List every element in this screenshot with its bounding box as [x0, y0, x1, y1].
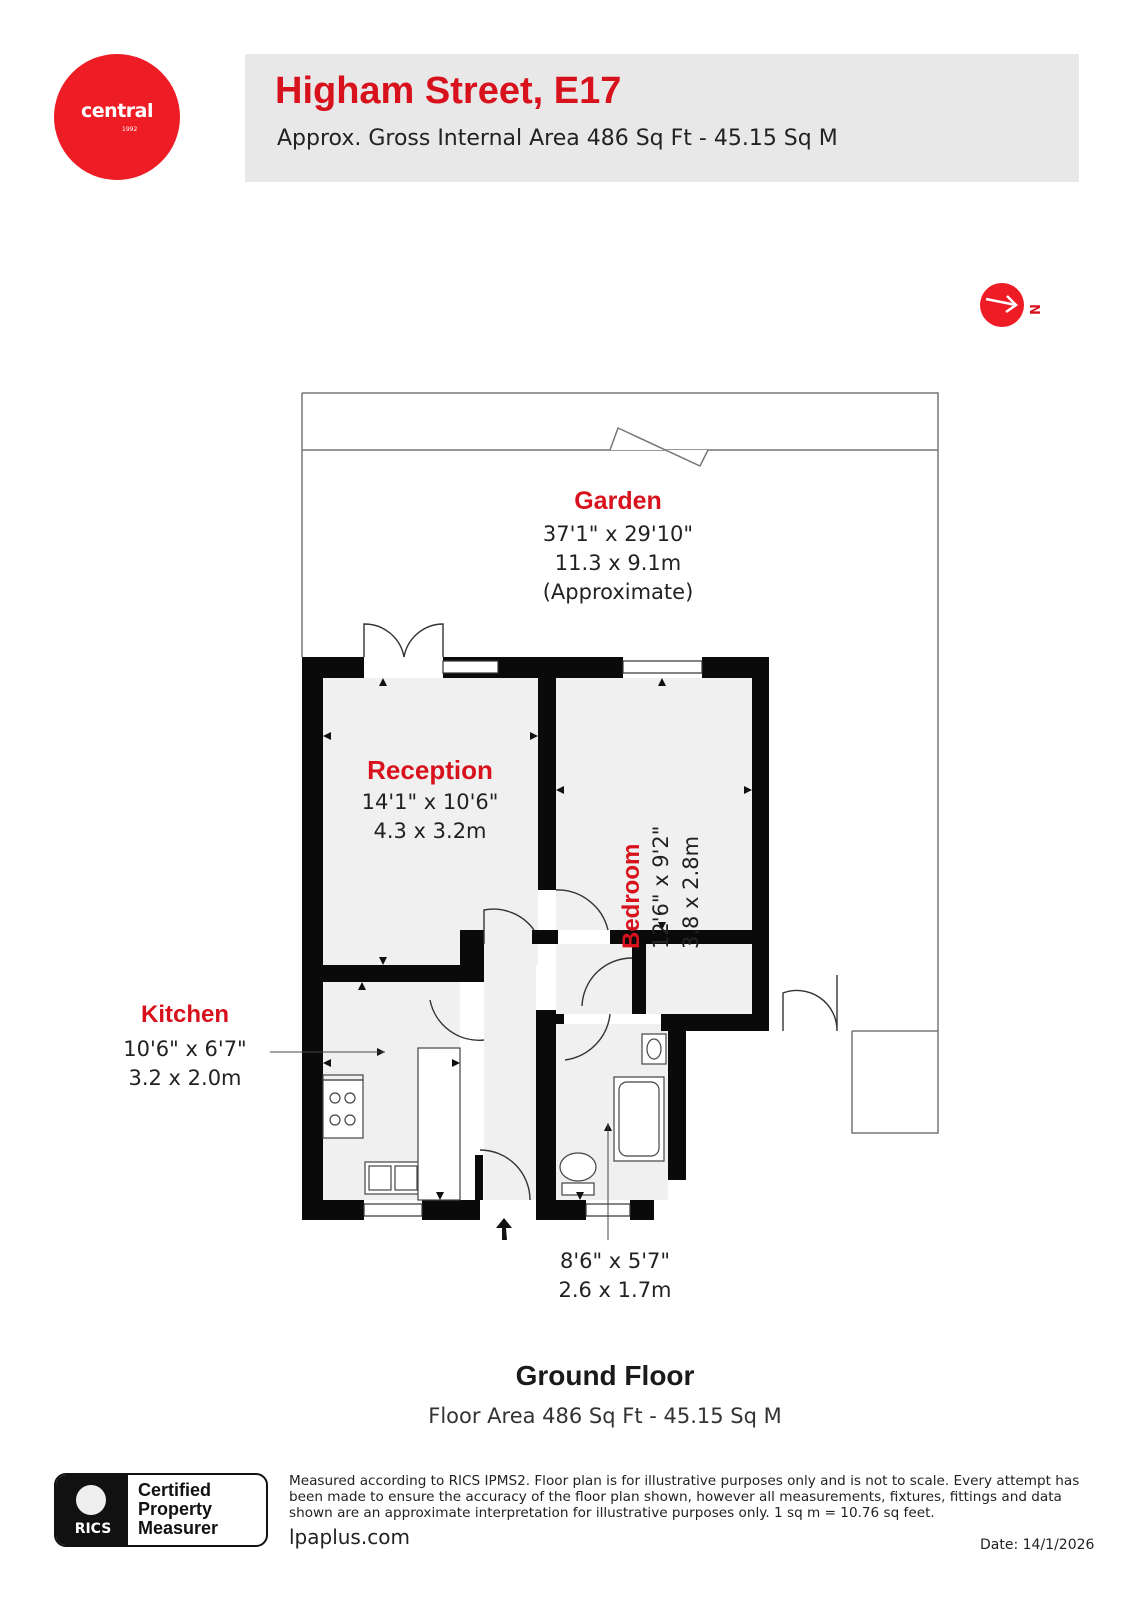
entrance-arrow-icon: [496, 1218, 512, 1240]
certified-line-1: Certified: [138, 1480, 212, 1500]
logo-year: 1992: [122, 126, 138, 133]
reception-label: Reception: [367, 755, 493, 785]
bedroom-label: Bedroom: [618, 843, 645, 949]
rics-certified-badge: RICS Certified Property Measurer: [54, 1473, 268, 1547]
floor-area: Floor Area 486 Sq Ft - 45.15 Sq M: [428, 1404, 782, 1428]
kitchen-dims-imperial: 10'6" x 6'7": [123, 1037, 247, 1061]
hob-icon: [322, 1079, 364, 1139]
fixtures: [322, 1033, 667, 1201]
gross-area-subtitle: Approx. Gross Internal Area 486 Sq Ft - …: [277, 126, 838, 151]
kitchen-sink-icon: [364, 1161, 421, 1195]
bedroom-dims-metric: 3.8 x 2.8m: [679, 835, 703, 949]
fridge-counter: [417, 1047, 461, 1201]
rics-text: RICS: [74, 1521, 112, 1537]
property-title: Higham Street, E17: [275, 70, 622, 112]
measurement-markers: [323, 678, 752, 1200]
garden-label: Garden: [574, 487, 662, 515]
certified-property-measurer: Certified Property Measurer: [138, 1481, 218, 1538]
north-arrow-icon: [980, 283, 1024, 327]
bath-icon: [613, 1076, 665, 1162]
garden-note: (Approximate): [542, 580, 694, 604]
bedroom-dims-imperial: 12'6" x 9'2": [649, 825, 673, 949]
website-link[interactable]: lpaplus.com: [289, 1525, 410, 1549]
rics-logo: RICS: [56, 1475, 128, 1545]
bathroom-dims-imperial: 8'6" x 5'7": [559, 1249, 671, 1273]
bathroom-dims-metric: 2.6 x 1.7m: [558, 1278, 672, 1302]
garden-dims-imperial: 37'1" x 29'10": [542, 522, 694, 546]
garden-outline: [301, 392, 939, 1134]
garden-dims-metric: 11.3 x 9.1m: [554, 551, 682, 575]
kitchen-dimensions: 10'6" x 6'7" 3.2 x 2.0m: [110, 1035, 260, 1093]
company-logo: central 1992: [54, 54, 180, 180]
floor-title: Ground Floor: [515, 1360, 695, 1391]
reception-dims-imperial: 14'1" x 10'6": [361, 790, 499, 814]
header-banner: Higham Street, E17 Approx. Gross Interna…: [245, 54, 1079, 182]
reception-dims-metric: 4.3 x 3.2m: [373, 819, 487, 843]
disclaimer-text: Measured according to RICS IPMS2. Floor …: [289, 1473, 1080, 1521]
bathroom-dimensions: 8'6" x 5'7" 2.6 x 1.7m: [540, 1247, 690, 1305]
rics-lion-icon: [76, 1485, 106, 1515]
doors: [363, 623, 838, 1201]
certified-line-3: Measurer: [138, 1518, 219, 1538]
bedroom-label-group: Bedroom 12'6" x 9'2" 3.8 x 2.8m: [562, 690, 762, 949]
certified-line-2: Property: [138, 1499, 213, 1519]
reception-dimensions: 14'1" x 10'6" 4.3 x 3.2m: [330, 788, 530, 846]
kitchen-label: Kitchen: [140, 1001, 229, 1028]
walls-overlay: [302, 657, 769, 1200]
logo-text: central: [81, 100, 153, 122]
kitchen-dims-metric: 3.2 x 2.0m: [128, 1066, 242, 1090]
plan-date: Date: 14/1/2026: [980, 1537, 1095, 1553]
floor-fill: [323, 678, 752, 1200]
toilet-icon: [559, 1152, 597, 1182]
garden-dimensions: 37'1" x 29'10" 11.3 x 9.1m (Approximate): [502, 520, 734, 607]
